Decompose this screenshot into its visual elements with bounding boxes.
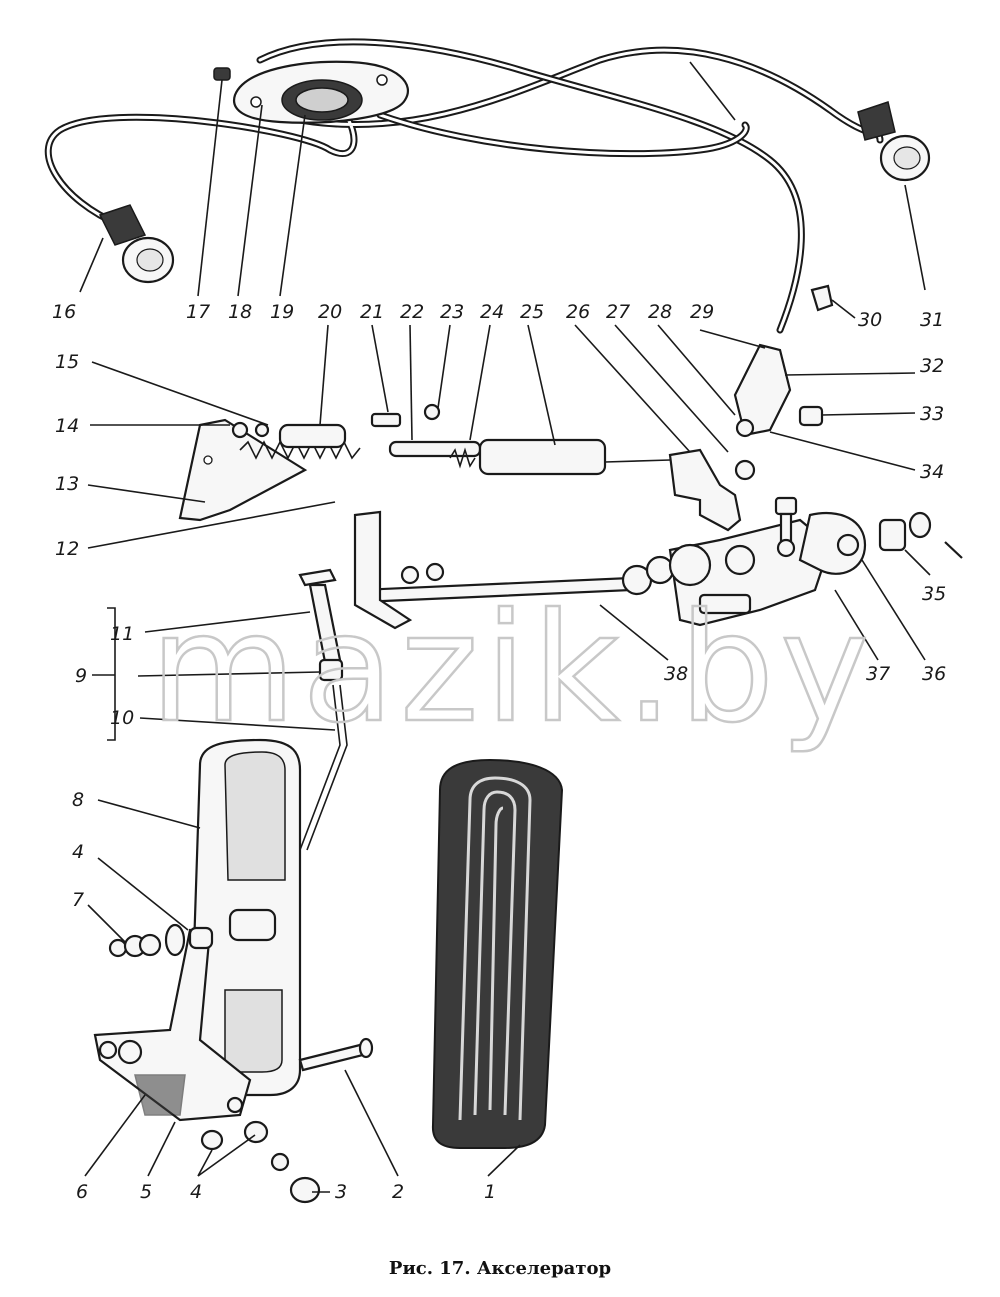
lever-arm [353,510,445,630]
callout-11: 11 [110,623,134,645]
callout-17: 17 [186,301,210,323]
callout-23: 23 [440,301,464,323]
screw-17 [213,67,231,81]
leader-lines [79,79,931,1193]
callout-34: 34 [920,461,944,483]
bolt-top [774,496,798,558]
callout-1: 1 [484,1181,496,1203]
callout-37: 37 [866,663,890,685]
callout-35: 35 [922,583,946,605]
callout-22: 22 [400,301,424,323]
rod-parts-20-25 [231,403,671,476]
callout-12: 12 [55,538,79,560]
pedal-bracket-5 [93,928,252,1122]
clip-30 [810,284,834,312]
pedal-pad-1 [431,758,564,1149]
callout-16: 16 [52,301,76,323]
fasteners-4-7 [108,923,321,1204]
callout-5: 5 [140,1181,152,1203]
callout-10: 10 [110,707,134,729]
callout-13: 13 [55,473,79,495]
callout-24: 24 [480,301,504,323]
callout-30: 30 [858,309,882,331]
callout-26: 26 [566,301,590,323]
pin-2 [298,1037,374,1072]
callout-3: 3 [335,1181,347,1203]
callout-18: 18 [228,301,252,323]
pedal-arm-8 [188,738,302,1097]
pedal-bracket-13 [178,418,308,522]
callout-19: 19 [270,301,294,323]
callout-6: 6 [76,1181,88,1203]
figure-caption: Рис. 17. Акселератор [388,1258,612,1279]
callout-28: 28 [648,301,672,323]
callout-36: 36 [922,663,946,685]
callout-38: 38 [664,663,688,685]
callout-14: 14 [55,415,79,437]
callout-31: 31 [920,309,944,331]
callout-32: 32 [920,355,944,377]
callout-29: 29 [690,301,714,323]
callout-15: 15 [55,351,79,373]
callout-33: 33 [920,403,944,425]
callout-7: 7 [72,889,84,911]
callout-27: 27 [606,301,630,323]
callout-4b: 4 [72,841,84,863]
rod-9 [298,568,348,851]
lever-32 [733,343,824,438]
disc-36-37 [798,511,963,575]
callout-9: 9 [75,665,87,687]
shaft-38 [358,543,712,604]
callout-25: 25 [520,301,544,323]
callout-8: 8 [72,789,84,811]
callout-4: 4 [190,1181,202,1203]
callout-21: 21 [360,301,384,323]
callout-numbers: 1 2 3 4 4 5 6 7 8 9 10 11 12 13 14 15 16… [52,301,946,1203]
knob-left [98,204,175,284]
cable-harness [44,38,884,334]
callout-2: 2 [392,1181,404,1203]
knob-right [857,101,931,182]
callout-20: 20 [318,301,342,323]
spring-12 [239,440,361,460]
cable-clamp-plate [232,60,410,124]
watermark: mazik.by [150,582,875,756]
